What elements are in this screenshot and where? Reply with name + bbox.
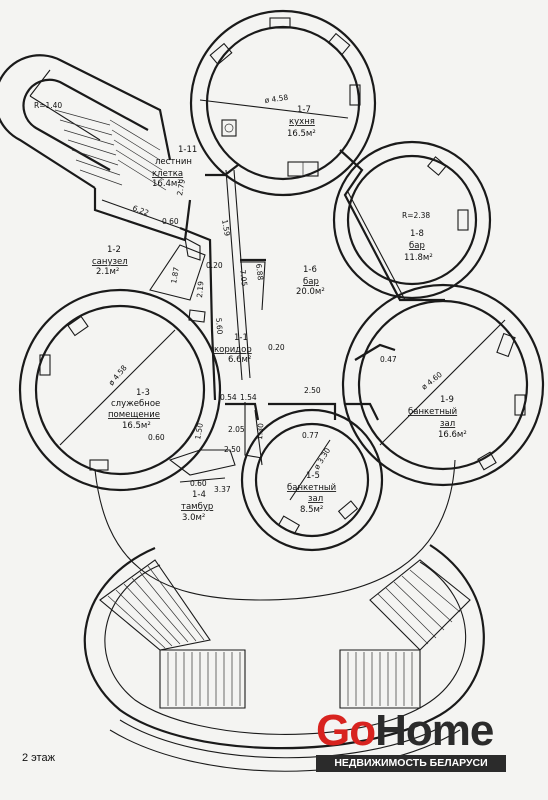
svg-text:8.5м²: 8.5м² bbox=[300, 505, 323, 515]
svg-text:1.54: 1.54 bbox=[240, 393, 257, 402]
svg-text:банкетный: банкетный bbox=[408, 407, 457, 417]
room-label-1-8: 1-8 бар 11.8м² bbox=[404, 229, 433, 263]
svg-text:16.4м²: 16.4м² bbox=[152, 179, 181, 189]
svg-text:1-6: 1-6 bbox=[303, 265, 317, 275]
dimension-labels: ø 4.58 ø 4.60 ø 4.58 ø 3.30 R=2.38 R=1.4… bbox=[34, 93, 444, 494]
svg-text:1-8: 1-8 bbox=[410, 229, 424, 239]
floor-label: 2 этаж bbox=[22, 752, 55, 764]
svg-text:лестнин: лестнин bbox=[155, 157, 192, 167]
svg-text:3.37: 3.37 bbox=[214, 485, 231, 494]
svg-text:7.05: 7.05 bbox=[238, 269, 249, 287]
svg-text:0.77: 0.77 bbox=[302, 431, 319, 440]
svg-text:бар: бар bbox=[409, 241, 425, 251]
svg-text:зал: зал bbox=[440, 419, 455, 429]
room-label-1-7: 1-7 кухня 16.5м² bbox=[287, 105, 316, 139]
svg-text:коридор: коридор bbox=[214, 345, 252, 355]
svg-text:клетка: клетка bbox=[152, 169, 183, 179]
terrace-outline bbox=[83, 459, 485, 772]
logo-home: Home bbox=[375, 706, 494, 755]
svg-text:2.19: 2.19 bbox=[195, 281, 205, 299]
svg-text:1-2: 1-2 bbox=[107, 245, 121, 255]
svg-text:1-5: 1-5 bbox=[306, 471, 320, 481]
room-label-1-9: 1-9 банкетный зал 16.6м² bbox=[408, 395, 467, 440]
svg-text:5.60: 5.60 bbox=[214, 317, 224, 335]
svg-text:1-7: 1-7 bbox=[297, 105, 311, 115]
svg-text:ø 4.60: ø 4.60 bbox=[420, 370, 444, 392]
svg-text:помещение: помещение bbox=[108, 410, 160, 420]
logo-tagline: НЕДВИЖИМОСТЬ БЕЛАРУСИ bbox=[316, 755, 506, 772]
room-banquet-large-shape bbox=[341, 283, 545, 487]
room-bar-small-shape bbox=[332, 140, 492, 300]
svg-text:6.6м²: 6.6м² bbox=[228, 355, 251, 365]
room-label-1-3: 1-3 служебное помещение 16.5м² bbox=[108, 388, 160, 431]
svg-text:0.20: 0.20 bbox=[206, 261, 223, 270]
svg-text:1-3: 1-3 bbox=[136, 388, 150, 398]
svg-text:1-1: 1-1 bbox=[234, 333, 248, 343]
room-kitchen-shape bbox=[189, 9, 377, 197]
svg-text:20.0м²: 20.0м² bbox=[296, 287, 325, 297]
svg-text:16.5м²: 16.5м² bbox=[122, 421, 151, 431]
svg-text:6.22: 6.22 bbox=[131, 203, 150, 217]
svg-text:санузел: санузел bbox=[92, 257, 128, 267]
svg-text:6.88: 6.88 bbox=[254, 263, 265, 281]
svg-text:тамбур: тамбур bbox=[181, 502, 213, 512]
svg-text:16.5м²: 16.5м² bbox=[287, 129, 316, 139]
svg-text:0.60: 0.60 bbox=[190, 479, 207, 488]
svg-text:зал: зал bbox=[308, 494, 323, 504]
svg-text:ø 3.30: ø 3.30 bbox=[312, 446, 332, 471]
svg-text:ø 4.58: ø 4.58 bbox=[107, 363, 129, 387]
exterior-stairs bbox=[99, 559, 471, 709]
svg-text:2.05: 2.05 bbox=[228, 425, 245, 434]
gohome-logo: GoHome НЕДВИЖИМОСТЬ БЕЛАРУСИ bbox=[316, 708, 506, 774]
room-label-1-11: 1-11 лестнин клетка 16.4м² bbox=[152, 145, 197, 189]
svg-text:0.60: 0.60 bbox=[162, 217, 179, 226]
room-label-1-1: 1-1 коридор 6.6м² bbox=[214, 333, 252, 365]
svg-text:служебное: служебное bbox=[111, 399, 160, 409]
svg-text:1.87: 1.87 bbox=[169, 266, 181, 284]
svg-text:0.54: 0.54 bbox=[220, 393, 237, 402]
room-label-1-2: 1-2 санузел 2.1м² bbox=[92, 245, 128, 277]
svg-text:R=1.40: R=1.40 bbox=[34, 101, 62, 110]
svg-text:16.6м²: 16.6м² bbox=[438, 430, 467, 440]
svg-text:1-11: 1-11 bbox=[178, 145, 197, 155]
svg-text:2.50: 2.50 bbox=[304, 386, 321, 395]
svg-text:2.1м²: 2.1м² bbox=[96, 267, 119, 277]
room-label-1-5: 1-5 банкетный зал 8.5м² bbox=[287, 471, 336, 515]
svg-text:1.50: 1.50 bbox=[193, 422, 205, 440]
svg-text:0.20: 0.20 bbox=[268, 343, 285, 352]
svg-text:3.0м²: 3.0м² bbox=[182, 513, 205, 523]
svg-text:11.8м²: 11.8м² bbox=[404, 253, 433, 263]
svg-text:кухня: кухня bbox=[289, 117, 315, 127]
room-label-1-6: 1-6 бар 20.0м² bbox=[296, 265, 325, 297]
window-niches bbox=[39, 17, 526, 535]
svg-text:1.59: 1.59 bbox=[220, 219, 232, 237]
svg-text:0.47: 0.47 bbox=[380, 355, 397, 364]
room-label-1-4: 1-4 тамбур 3.0м² bbox=[181, 490, 213, 523]
stair-treads bbox=[54, 109, 167, 191]
svg-text:1-4: 1-4 bbox=[192, 490, 206, 500]
room-service-shape bbox=[18, 288, 222, 492]
svg-text:0.60: 0.60 bbox=[148, 433, 165, 442]
svg-text:R=2.38: R=2.38 bbox=[402, 211, 430, 220]
svg-text:1.30: 1.30 bbox=[255, 423, 265, 441]
stairwell-wing bbox=[0, 54, 192, 242]
svg-text:2.79: 2.79 bbox=[175, 178, 187, 196]
central-walls bbox=[149, 149, 445, 483]
logo-wordmark: GoHome bbox=[316, 706, 494, 755]
svg-text:банкетный: банкетный bbox=[287, 483, 336, 493]
svg-text:2.50: 2.50 bbox=[224, 445, 241, 454]
svg-text:1-9: 1-9 bbox=[440, 395, 454, 405]
logo-go: Go bbox=[316, 706, 376, 755]
svg-text:ø 4.58: ø 4.58 bbox=[264, 93, 289, 105]
room-banquet-small-shape bbox=[240, 408, 384, 552]
svg-text:бар: бар bbox=[303, 277, 319, 287]
